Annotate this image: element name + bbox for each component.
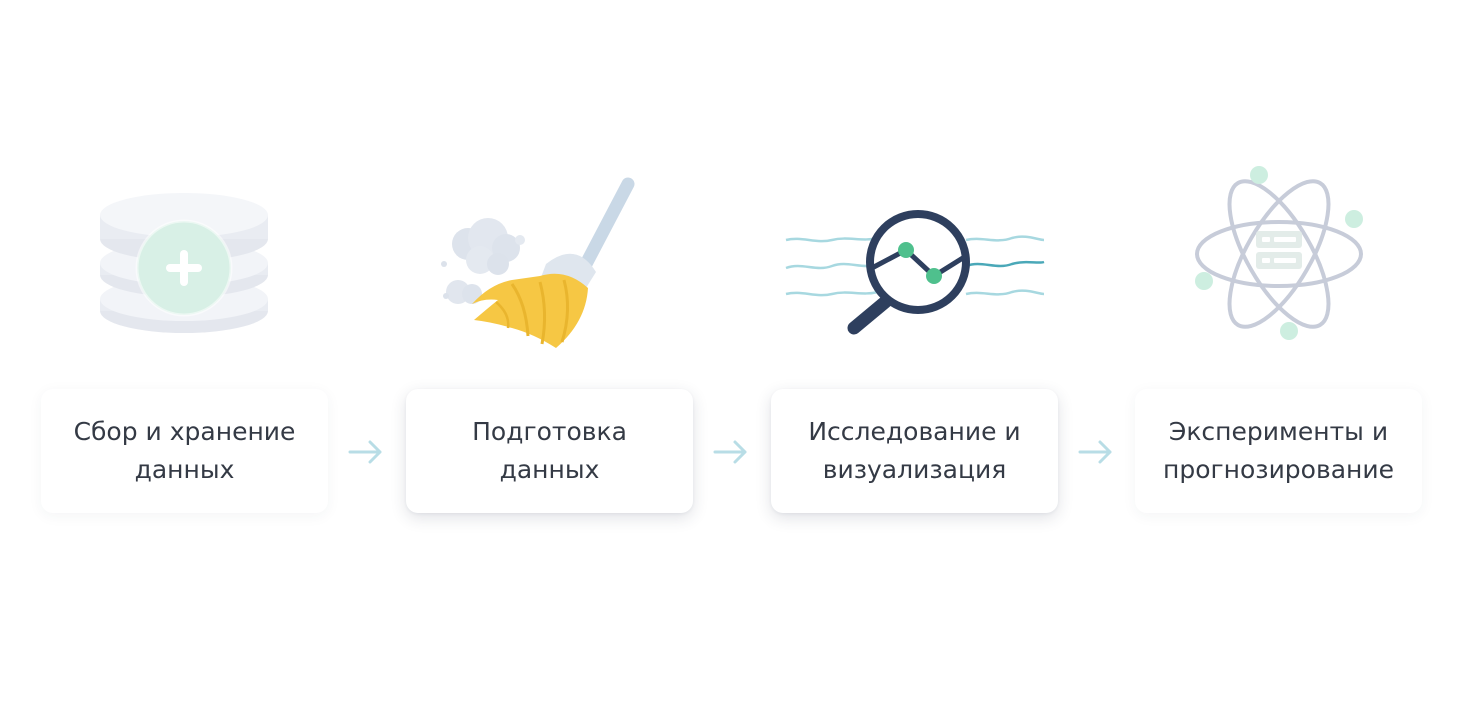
step-card-explore: Исследование и визуализация (771, 389, 1058, 513)
step-label: Эксперименты и прогнозирование (1162, 417, 1395, 484)
database-plus-icon (96, 183, 272, 343)
arrow-right-icon (348, 438, 384, 470)
step-label: Подготовка данных (472, 417, 627, 484)
atom-icon (1188, 163, 1370, 345)
arrow-right-icon (713, 438, 749, 470)
step-card-prepare: Подготовка данных (406, 389, 693, 513)
step-label: Сбор и хранение данных (73, 417, 296, 484)
arrow-right-icon (1078, 438, 1114, 470)
broom-icon (436, 172, 642, 352)
step-label: Исследование и визуализация (808, 417, 1021, 484)
step-card-experiment: Эксперименты и прогнозирование (1135, 389, 1422, 513)
magnifier-chart-icon (782, 206, 1048, 336)
step-card-collect: Сбор и хранение данных (41, 389, 328, 513)
